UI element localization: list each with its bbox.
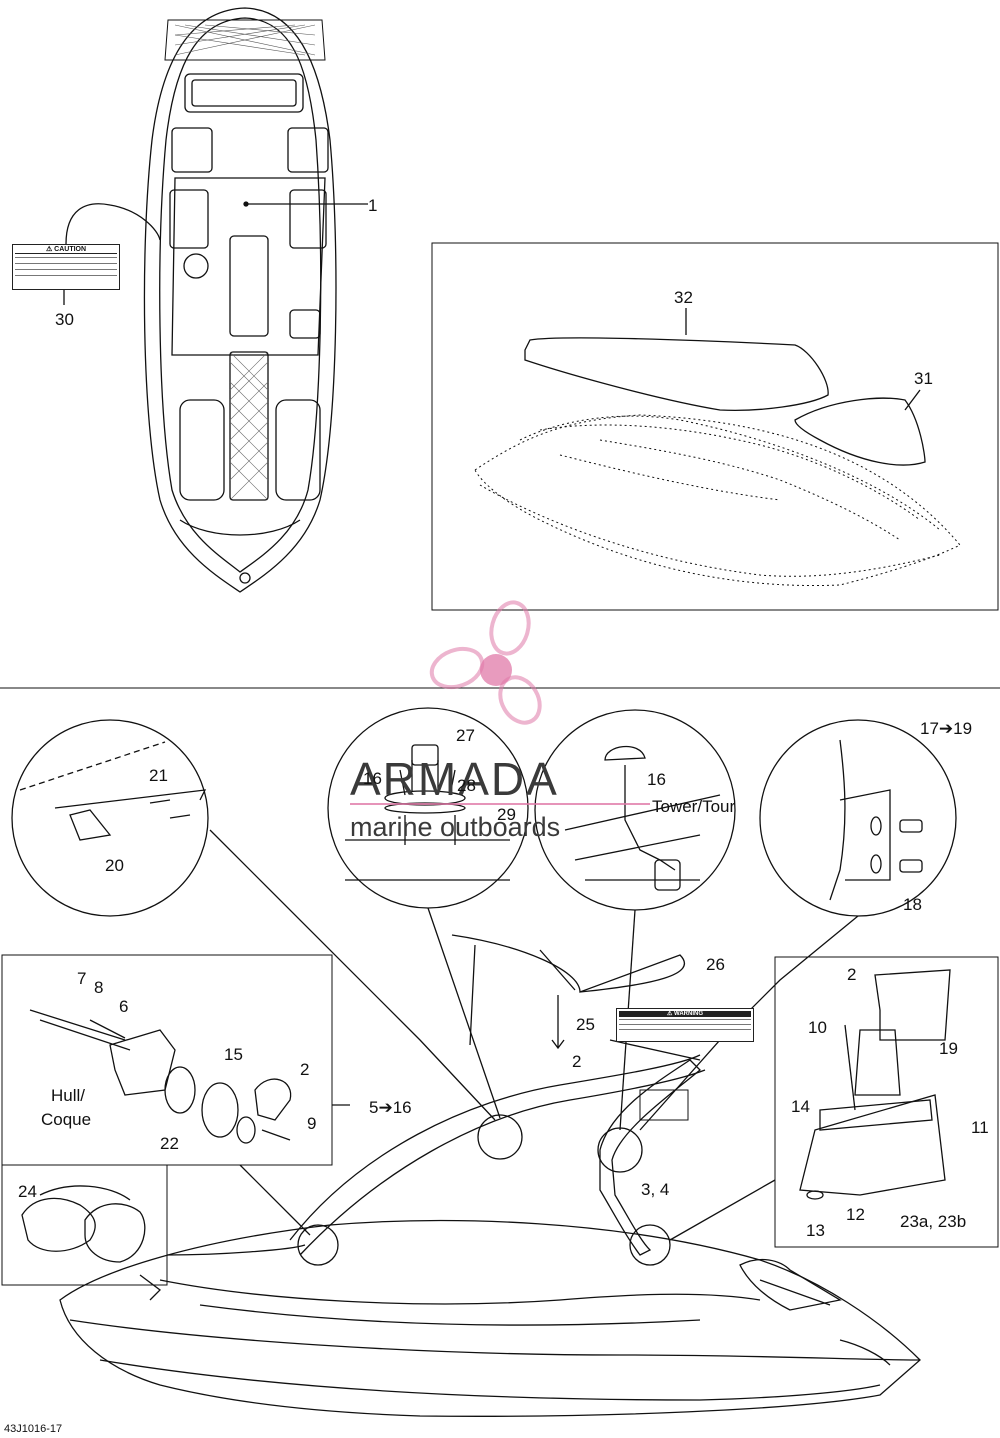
part-label-2-box: 2 [300, 1060, 310, 1079]
part-label-17-19: 17➔19 [920, 719, 973, 738]
part-label-21: 21 [149, 766, 168, 785]
part-label-20: 20 [105, 856, 124, 875]
part-label-32: 32 [674, 288, 693, 307]
caution-decal-title: ⚠ CAUTION [15, 246, 117, 254]
part-label-5-16: 5➔16 [369, 1098, 412, 1117]
boat-dotted-outline [474, 414, 961, 587]
watermark-tagline: marine outboards [350, 812, 561, 842]
boat-cover-outline [524, 308, 926, 466]
label-coque: Coque [41, 1110, 92, 1129]
part-label-6: 6 [119, 997, 129, 1016]
part-label-24: 24 [18, 1182, 37, 1201]
part-label-11: 11 [971, 1118, 989, 1137]
drawing-code: 43J1016-17 [4, 1423, 63, 1435]
part-label-8: 8 [94, 978, 104, 997]
part-label-23a-23b: 23a, 23b [900, 1212, 967, 1231]
part-label-12: 12 [846, 1205, 865, 1224]
part-label-13: 13 [806, 1221, 825, 1240]
watermark-brand: ARMADA [350, 753, 559, 805]
warning-decal-title: ⚠ WARNING [619, 1011, 751, 1017]
boat-top-view [143, 7, 368, 593]
label-hull: Hull/ [51, 1086, 86, 1105]
part-label-16b: 16 [647, 770, 666, 789]
part-label-1: 1 [368, 196, 378, 215]
part-label-3-4: 3, 4 [641, 1180, 670, 1199]
part-label-15: 15 [224, 1045, 243, 1064]
part-label-18: 18 [903, 895, 922, 914]
part-label-25: 25 [576, 1015, 595, 1034]
watermark-hub-icon [480, 654, 512, 686]
part-label-26: 26 [706, 955, 725, 974]
part-label-19: 19 [939, 1039, 958, 1058]
part-label-22: 22 [160, 1134, 179, 1153]
caution-decal: ⚠ CAUTION [12, 244, 120, 290]
label-tower-tour: Tower/Tour [652, 797, 736, 816]
boat-side-view [59, 1219, 921, 1417]
part-label-30: 30 [55, 310, 74, 329]
part-label-31: 31 [914, 369, 933, 388]
part-label-29: 29 [497, 805, 516, 824]
part-label-7: 7 [77, 969, 87, 988]
part-label-2-tower: 2 [572, 1052, 582, 1071]
part-label-14: 14 [791, 1097, 810, 1116]
part-label-2-bracket: 2 [847, 965, 857, 984]
part-label-10: 10 [808, 1018, 827, 1037]
part-label-16a: 16 [363, 769, 382, 788]
part-label-9: 9 [307, 1114, 317, 1133]
part-label-27: 27 [456, 726, 475, 745]
warning-decal: ⚠ WARNING [616, 1008, 754, 1042]
part-label-28: 28 [457, 776, 476, 795]
